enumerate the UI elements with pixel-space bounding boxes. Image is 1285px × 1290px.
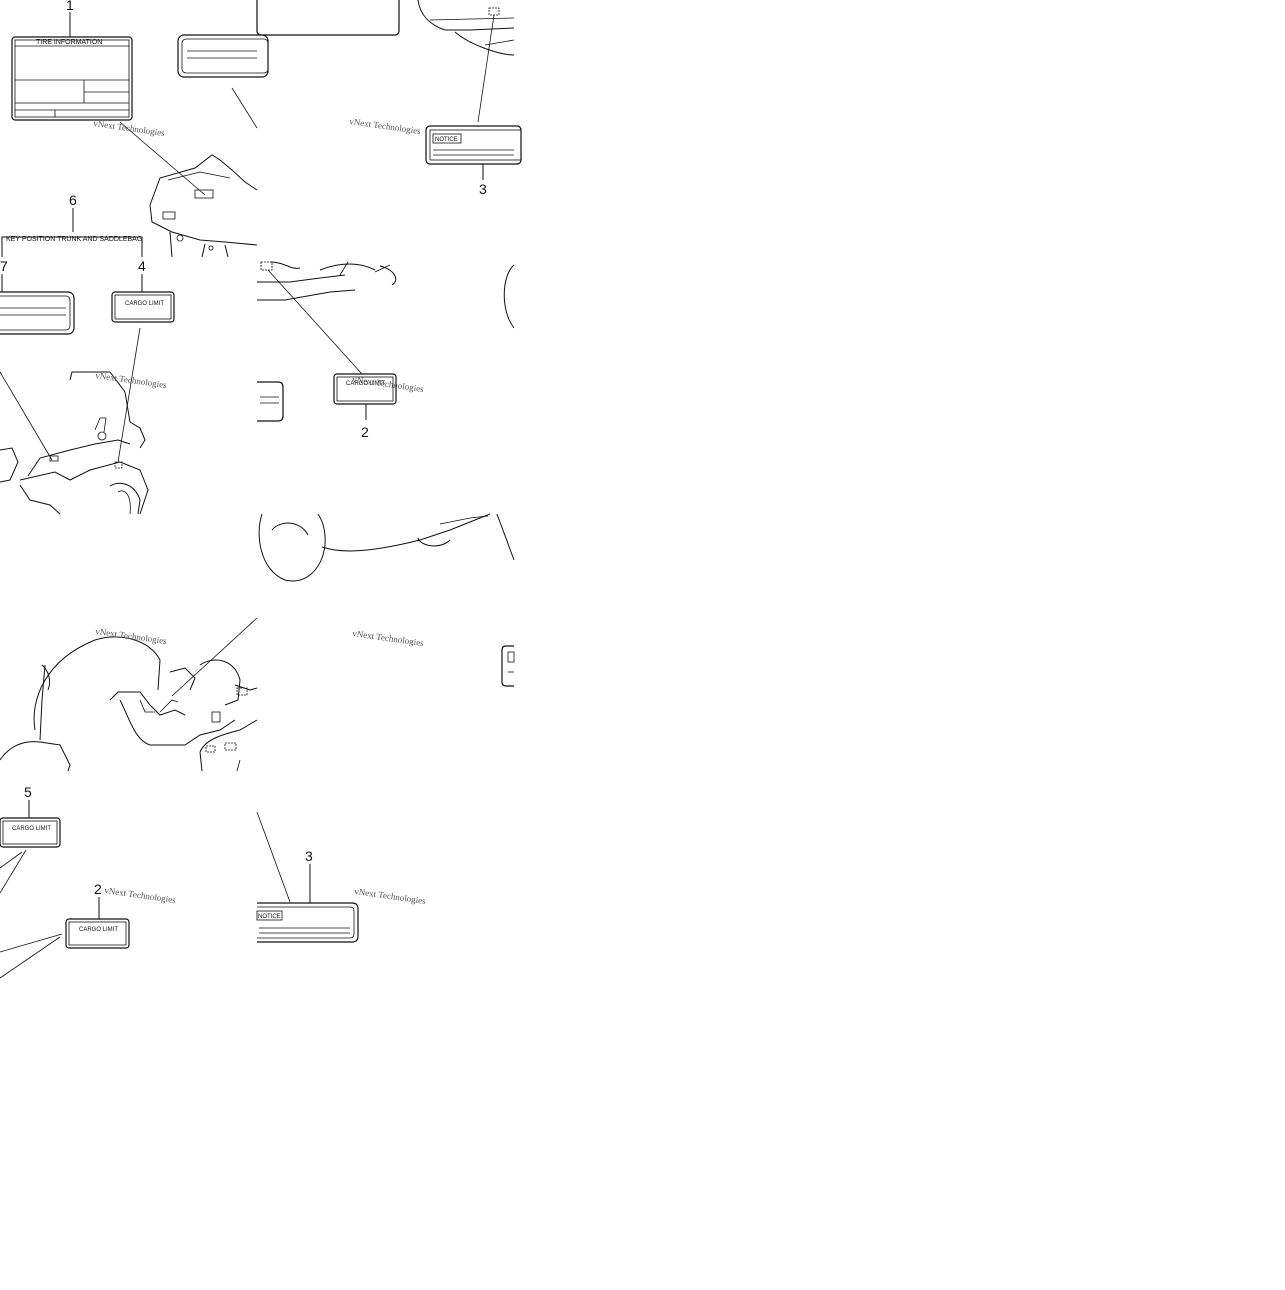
cargo-limit-label-2-mid[interactable]: CARGO LIMIT [333, 373, 397, 405]
callout-3-top: 3 [479, 181, 487, 197]
cargo-limit-label-5[interactable]: CARGO LIMIT [0, 817, 61, 848]
cargo-limit-text-2-mid: CARGO LIMIT [346, 381, 385, 387]
watermark-5: vNext Technologies [352, 628, 425, 648]
tile-bottom-right: 3 NOTICE vNext Technologies [256, 811, 427, 943]
callout-5: 5 [24, 784, 32, 800]
watermark-3: vNext Technologies [95, 370, 168, 390]
callout-2-mid: 2 [361, 424, 369, 440]
cargo-limit-text-5: CARGO LIMIT [12, 826, 51, 832]
tile-lower-right: vNext Technologies [258, 513, 515, 687]
callout-3-bottom: 3 [305, 848, 313, 864]
tire-information-label[interactable]: TIRE INFORMATION [11, 36, 133, 121]
watermark-2: vNext Technologies [349, 116, 422, 136]
watermark-7: vNext Technologies [104, 885, 177, 905]
cargo-limit-label-4[interactable]: CARGO LIMIT [111, 291, 175, 323]
cargo-limit-text-4: CARGO LIMIT [125, 301, 164, 307]
cargo-limit-label-2-bottom[interactable]: CARGO LIMIT [65, 918, 130, 949]
notice-label-bottom[interactable]: NOTICE [256, 902, 359, 943]
notice-text-bottom: NOTICE [258, 914, 281, 920]
tile-middle-right: CARGO LIMIT 2 vNext Technologies [257, 261, 515, 440]
callout-4: 4 [138, 258, 146, 274]
tile-bottom-left: 5 CARGO LIMIT 2 CARGO LIMIT vNext Techno… [0, 784, 177, 979]
tire-information-text: TIRE INFORMATION [36, 39, 102, 46]
tile-top-left: TIRE INFORMATION 1 6 K [1, 0, 269, 258]
callout-1: 1 [66, 0, 74, 13]
tile-top-right: NOTICE 3 vNext Technologies [256, 0, 522, 197]
callout-6: 6 [69, 192, 77, 208]
notice-label-top[interactable]: NOTICE [425, 125, 522, 165]
key-position-text: KEY POSITION TRUNK AND SADDLEBAG [6, 236, 142, 243]
tile-middle-left: 7 4 CARGO LIMIT vNext Technologies [0, 258, 175, 515]
tile-lower-left: vNext Technologies [0, 617, 258, 772]
notice-text-top: NOTICE [435, 137, 458, 143]
callout-2-bottom: 2 [94, 881, 102, 897]
watermark-6: vNext Technologies [95, 626, 168, 646]
callout-7: 7 [0, 258, 8, 274]
watermark-8: vNext Technologies [354, 886, 427, 906]
watermark-1: vNext Technologies [93, 118, 166, 138]
cargo-limit-text-2-bottom: CARGO LIMIT [79, 927, 118, 933]
